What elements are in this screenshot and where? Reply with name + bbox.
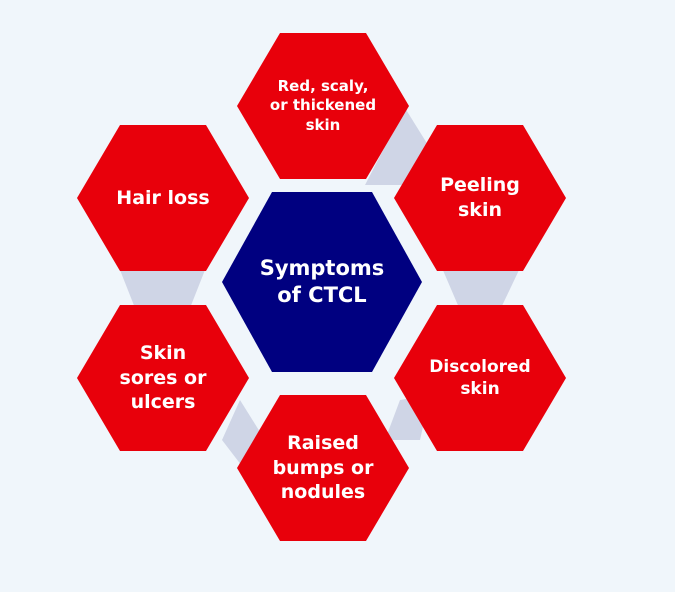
connector-4 [120,270,205,308]
symptom-label-hair-loss: Hair loss [116,186,210,209]
hexagon-hair-loss [77,125,249,271]
symptom-label-discolored: Discolored skin [429,356,531,399]
connector-1 [442,268,520,310]
symptom-label-red-scaly: Red, scaly, or thickened skin [269,76,377,134]
hexagon-skin-sores [77,305,249,451]
hexagon-raised-bumps [237,395,409,541]
symptom-label-raised-bumps: Raised bumps or nodules [272,431,374,504]
connector-0 [365,108,428,185]
symptom-label-skin-sores: Skin sores or ulcers [119,341,207,414]
center-label: Symptoms of CTCL [259,255,385,307]
hexagon-center [222,192,422,372]
hexagon-discolored [394,305,566,451]
hexagon-peeling [394,125,566,271]
hexagon-red-scaly [237,33,409,179]
symptom-label-peeling: Peeling skin [440,174,520,221]
